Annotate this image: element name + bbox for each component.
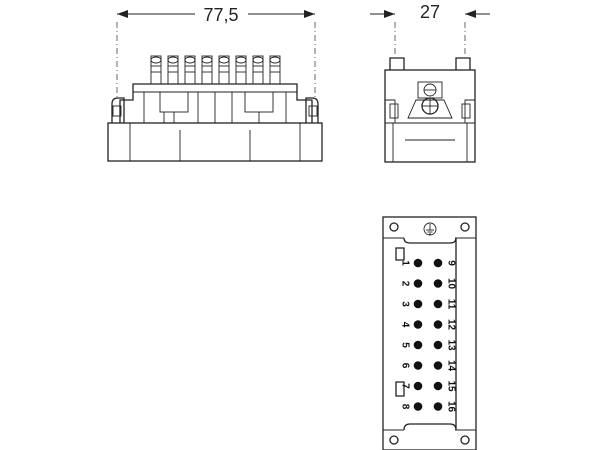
contact-pin xyxy=(433,381,443,391)
pin-number-label: 8 xyxy=(399,404,410,410)
contact-pin xyxy=(413,340,423,350)
pin-number-label: 3 xyxy=(399,301,410,307)
front-view: 77,5 xyxy=(107,5,323,162)
pin-number-label: 13 xyxy=(445,339,456,351)
contact-pin xyxy=(413,381,423,391)
contact-pin xyxy=(413,299,423,309)
contact-pin xyxy=(433,299,443,309)
contact-pin xyxy=(433,402,443,411)
face-housing xyxy=(382,216,477,450)
mounting-hole xyxy=(389,222,399,232)
side-view: 27 xyxy=(370,2,490,163)
depth-dimension: 27 xyxy=(370,2,490,55)
pin-number-label: 10 xyxy=(445,278,456,290)
ground-symbol-icon xyxy=(423,222,437,236)
contact-pin xyxy=(433,320,443,329)
contact-pin xyxy=(413,258,423,268)
front-housing xyxy=(107,122,323,162)
side-housing xyxy=(384,69,476,163)
pin-number-label: 4 xyxy=(399,322,410,328)
mounting-hole xyxy=(460,435,470,445)
width-dimension-label: 77,5 xyxy=(203,5,238,25)
pin-number-label: 15 xyxy=(445,380,456,392)
side-ground-screw xyxy=(407,81,453,119)
contact-pin xyxy=(433,279,443,288)
pin-number-label: 6 xyxy=(399,363,410,369)
pin-number-label: 2 xyxy=(399,281,410,287)
mounting-hole xyxy=(460,222,470,232)
pin-number-label: 14 xyxy=(445,360,456,372)
pin-number-label: 9 xyxy=(445,260,456,266)
width-dimension: 77,5 xyxy=(116,5,316,100)
contact-pin xyxy=(413,361,423,370)
contact-pin xyxy=(433,361,443,370)
contact-pin xyxy=(433,258,443,268)
pin-number-label: 12 xyxy=(445,319,456,331)
contact-pin xyxy=(413,279,423,288)
pin-number-label: 11 xyxy=(445,299,456,310)
terminal-screws xyxy=(150,55,281,85)
mounting-hole xyxy=(389,435,399,445)
contact-pin xyxy=(433,340,443,350)
pin-number-label: 16 xyxy=(445,401,456,413)
pin-number-label: 7 xyxy=(399,383,410,389)
pin-number-label: 1 xyxy=(399,260,410,266)
contact-pin xyxy=(413,320,423,329)
pin-number-label: 5 xyxy=(399,342,410,348)
depth-dimension-label: 27 xyxy=(420,2,440,22)
contact-pin xyxy=(413,402,423,411)
